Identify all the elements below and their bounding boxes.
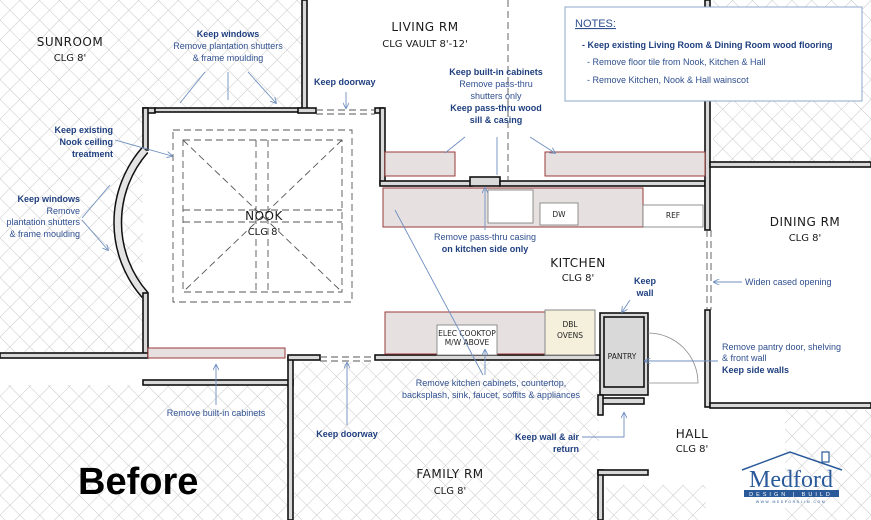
note-item: - Keep existing Living Room & Dining Roo… [582, 40, 833, 50]
dishwasher-label: DW [552, 210, 566, 219]
annotation-line: & frame moulding [193, 53, 264, 63]
annotation-line: sill & casing [470, 115, 523, 125]
annotation-remove-builtin: Remove built-in cabinets [167, 408, 266, 418]
annotation-keep-wall: Keep [634, 276, 657, 286]
annotation-builtins: Keep built-in cabinets [449, 67, 543, 77]
notes-box: NOTES: - Keep existing Living Room & Din… [564, 6, 863, 102]
annotation-line: treatment [72, 149, 113, 159]
annotation-line: Keep side walls [722, 365, 789, 375]
logo-tagline: DESIGN | BUILD [749, 492, 833, 498]
annotation-line: backsplash, sink, faucet, soffits & appl… [402, 390, 580, 400]
clg-living: CLG VAULT 8'-12' [382, 39, 468, 50]
annotation-line: Remove pass-thru [459, 79, 533, 89]
clg-nook: CLG 8' [248, 227, 281, 238]
refrigerator-label: REF [666, 211, 680, 220]
before-title: Before [78, 461, 198, 503]
cooktop-label: ELEC COOKTOP [438, 329, 496, 338]
annotation-line: plantation shutters [6, 217, 80, 227]
clg-family: CLG 8' [434, 486, 467, 497]
annotation-widen-opening: Widen cased opening [745, 277, 832, 287]
annotation-line: Keep pass-thru wood [450, 103, 542, 113]
annotation-pantry: Remove pantry door, shelving [722, 342, 841, 352]
annotation-line: & frame moulding [9, 229, 80, 239]
annotation-line: Remove [46, 206, 80, 216]
annotation-line: Remove plantation shutters [173, 41, 283, 51]
room-dining: DINING RM [770, 215, 841, 229]
annotation-top-windows: Keep windows [197, 29, 260, 39]
annotation-keep-doorway-top: Keep doorway [314, 77, 376, 87]
notes-title: NOTES: [575, 18, 616, 30]
note-item: - Remove Kitchen, Nook & Hall wainscot [587, 75, 749, 85]
annotations: Keep windows Remove plantation shutters … [6, 29, 841, 454]
room-nook: NOOK [245, 209, 283, 223]
annotation-nook-ceiling: Keep existing [54, 125, 113, 135]
pantry-label: PANTRY [608, 352, 637, 361]
clg-hall: CLG 8' [676, 444, 709, 455]
ovens-label: DBL [562, 320, 578, 329]
logo-url: WWW.MEDFORDLIM.COM [756, 500, 826, 504]
logo-name: Medford [749, 467, 833, 493]
room-living: LIVING RM [391, 20, 458, 34]
cabinets [147, 151, 706, 359]
annotation-line: & front wall [722, 353, 767, 363]
clg-kitchen: CLG 8' [562, 273, 595, 284]
annotation-kitchen-cabinets: Remove kitchen cabinets, countertop, [416, 378, 567, 388]
cooktop-label-2: M/W ABOVE [445, 338, 490, 347]
room-hall: HALL [676, 427, 709, 441]
annotation-keep-doorway-bottom: Keep doorway [316, 429, 378, 439]
annotation-line: return [553, 444, 579, 454]
annotation-line: wall [635, 288, 653, 298]
room-kitchen: KITCHEN [550, 256, 606, 270]
room-sunroom: SUNROOM [37, 35, 103, 49]
medford-logo: Medford DESIGN | BUILD WWW.MEDFORDLIM.CO… [741, 451, 843, 504]
annotation-passthru-casing: Remove pass-thru casing [434, 232, 536, 242]
clg-sunroom: CLG 8' [54, 53, 87, 64]
annotation-bay-windows: Keep windows [17, 194, 80, 204]
note-item: - Remove floor tile from Nook, Kitchen &… [587, 57, 766, 67]
nook-ceiling-treatment [172, 129, 353, 303]
annotation-line: shutters only [470, 91, 522, 101]
clg-dining: CLG 8' [789, 233, 822, 244]
openings [316, 0, 712, 384]
ovens-label-2: OVENS [557, 331, 583, 340]
annotation-line: on kitchen side only [442, 244, 529, 254]
annotation-line: Nook ceiling [59, 137, 113, 147]
room-family: FAMILY RM [416, 467, 483, 481]
annotation-air-return: Keep wall & air [515, 432, 580, 442]
